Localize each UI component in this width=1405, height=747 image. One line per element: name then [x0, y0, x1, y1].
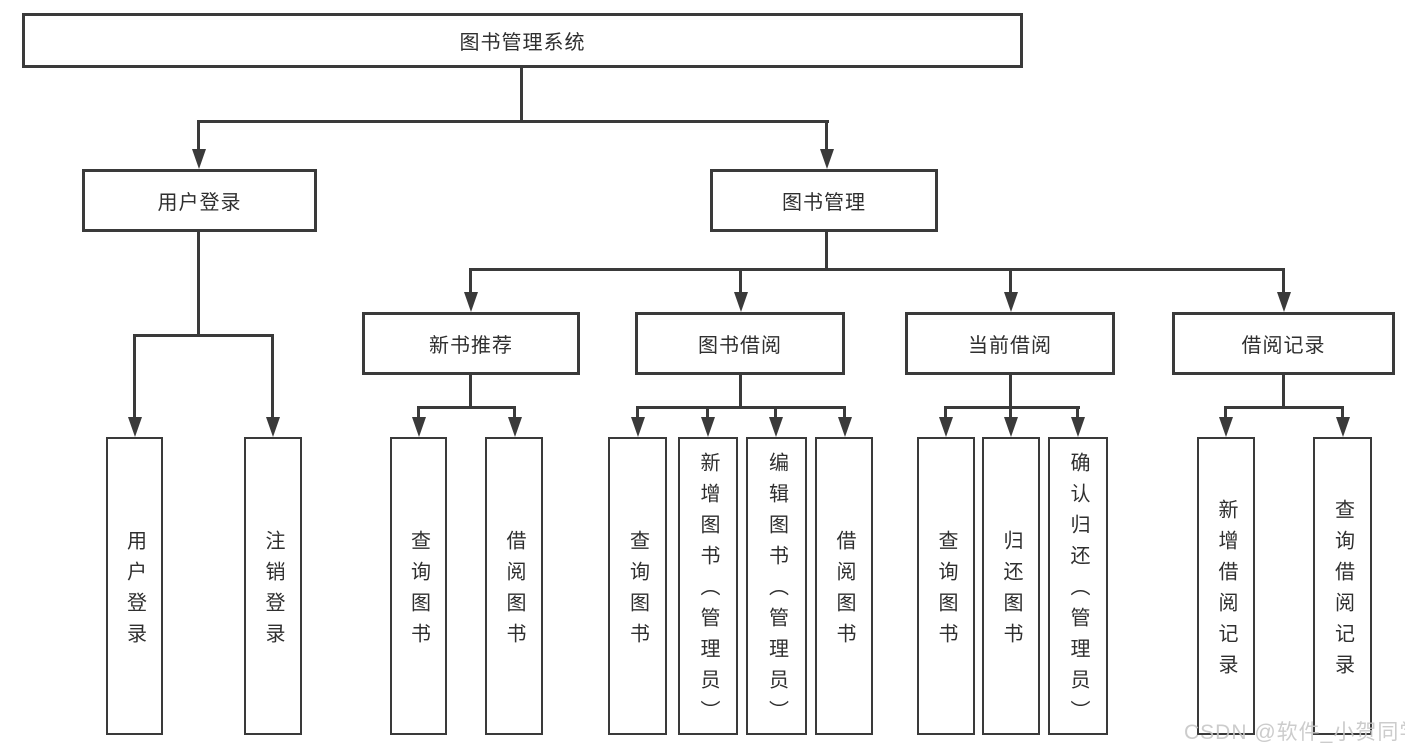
leaf-rec-query-book-label: 查询图书: [407, 529, 430, 654]
leaf-bb-edit-book-label: 编辑图书（管理员）: [765, 452, 788, 731]
leaf-cb-query-book: 查询图书: [917, 437, 975, 735]
arrow-to-bb-query-book: [630, 406, 645, 437]
arrow-to-borrow-records: [1276, 268, 1291, 312]
arrow-to-leaf-user-login: [127, 334, 142, 437]
node-borrow-records: 借阅记录: [1172, 312, 1395, 375]
node-library-system-label: 图书管理系统: [459, 32, 586, 54]
leaf-user-login: 用户登录: [106, 437, 163, 735]
leaf-cb-query-book-label: 查询图书: [935, 529, 957, 654]
arrow-to-bb-edit-book: [768, 406, 783, 437]
leaf-bb-add-book-label: 新增图书（管理员）: [697, 452, 719, 731]
leaf-cb-confirm-return-label: 确认归还（管理员）: [1067, 452, 1089, 731]
node-user-login-label: 用户登录: [157, 192, 242, 214]
arrow-to-br-add-record: [1218, 406, 1233, 437]
node-borrow-records-label: 借阅记录: [1241, 335, 1326, 357]
arrow-to-book-mgmt: [819, 120, 834, 169]
connector-newbookrec-stub: [469, 375, 472, 406]
leaf-br-add-record: 新增借阅记录: [1197, 437, 1255, 735]
arrow-to-bb-add-book: [700, 406, 715, 437]
connector-currentborrow-stub: [1009, 375, 1012, 406]
leaf-cb-return-book-label: 归还图书: [1000, 529, 1022, 654]
node-book-borrow: 图书借阅: [635, 312, 845, 375]
connector-bookborrow-hline: [636, 406, 845, 409]
leaf-logout: 注销登录: [244, 437, 302, 735]
leaf-bb-borrow-book: 借阅图书: [815, 437, 873, 735]
arrow-to-bb-borrow-book: [837, 406, 852, 437]
leaf-logout-label: 注销登录: [262, 529, 284, 654]
leaf-rec-borrow-book-label: 借阅图书: [503, 529, 525, 654]
leaf-bb-borrow-book-label: 借阅图书: [833, 529, 855, 654]
arrow-to-br-query-record: [1335, 406, 1350, 437]
leaf-br-query-record: 查询借阅记录: [1313, 437, 1372, 735]
leaf-br-add-record-label: 新增借阅记录: [1215, 498, 1237, 685]
leaf-bb-edit-book: 编辑图书（管理员）: [746, 437, 807, 735]
csdn-watermark: CSDN @软件_小贺同学: [1184, 721, 1405, 744]
node-book-mgmt: 图书管理: [710, 169, 938, 232]
arrow-to-rec-query-book: [411, 406, 426, 437]
leaf-user-login-label: 用户登录: [123, 529, 146, 654]
node-current-borrow: 当前借阅: [905, 312, 1115, 375]
leaf-br-query-record-label: 查询借阅记录: [1331, 498, 1354, 685]
leaf-bb-query-book: 查询图书: [608, 437, 667, 735]
leaf-rec-query-book: 查询图书: [390, 437, 447, 735]
connector-bookborrow-stub: [739, 375, 742, 406]
arrow-to-cb-query-book: [938, 406, 953, 437]
node-current-borrow-label: 当前借阅: [968, 335, 1052, 357]
node-book-mgmt-label: 图书管理: [782, 192, 866, 214]
connector-borrowrecords-hline: [1225, 406, 1344, 409]
connector-currentborrow-hline: [945, 406, 1080, 409]
leaf-bb-add-book: 新增图书（管理员）: [678, 437, 738, 735]
connector-newbookrec-hline: [417, 406, 516, 409]
arrow-to-leaf-logout: [265, 334, 280, 437]
connector-root-hline: [198, 120, 829, 123]
connector-bookmgmt-hline: [470, 268, 1284, 271]
arrow-to-cb-confirm-return: [1070, 406, 1085, 437]
arrow-to-user-login: [191, 120, 206, 169]
node-user-login: 用户登录: [82, 169, 317, 232]
node-new-book-rec-label: 新书推荐: [429, 335, 513, 357]
leaf-cb-confirm-return: 确认归还（管理员）: [1048, 437, 1108, 735]
node-book-borrow-label: 图书借阅: [698, 335, 782, 357]
node-new-book-rec: 新书推荐: [362, 312, 580, 375]
leaf-bb-query-book-label: 查询图书: [626, 529, 649, 654]
arrow-to-new-book-rec: [463, 268, 478, 312]
connector-root-stub: [520, 68, 523, 120]
connector-bookmgmt-stub: [825, 232, 828, 268]
arrow-to-current-borrow: [1003, 268, 1018, 312]
arrow-to-book-borrow: [733, 268, 748, 312]
leaf-cb-return-book: 归还图书: [982, 437, 1040, 735]
connector-userlogin-hline: [133, 334, 274, 337]
arrow-to-rec-borrow-book: [507, 406, 522, 437]
node-library-system: 图书管理系统: [22, 13, 1023, 68]
arrow-to-cb-return-book: [1003, 406, 1018, 437]
connector-borrowrecords-stub: [1282, 375, 1285, 406]
connector-userlogin-stub: [197, 232, 200, 334]
leaf-rec-borrow-book: 借阅图书: [485, 437, 543, 735]
